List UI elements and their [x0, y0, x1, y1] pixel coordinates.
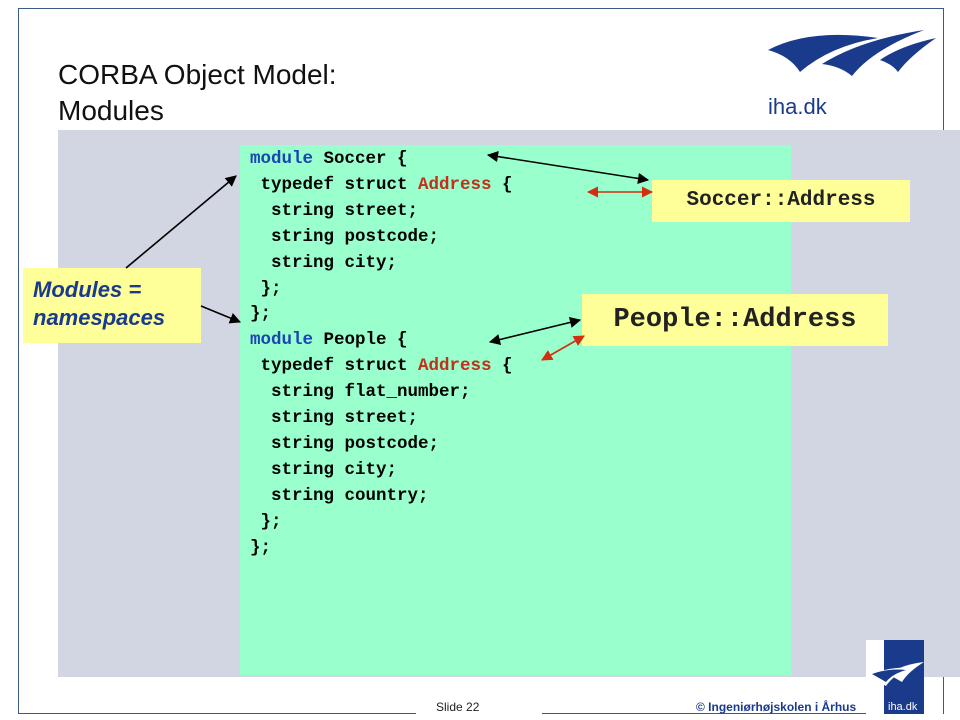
code-text: {	[491, 356, 513, 377]
code-line: };	[250, 302, 513, 328]
title-line-2: Modules	[58, 95, 164, 126]
code-line: string city;	[250, 251, 513, 277]
arrow-people-address	[541, 335, 585, 361]
code-line: string flat_number;	[250, 380, 513, 406]
code-text: {	[491, 174, 513, 195]
arrow-soccer-module	[486, 151, 650, 184]
soccer-address-callout: Soccer::Address	[652, 180, 910, 222]
corner-logo-icon: iha.dk	[868, 640, 924, 714]
code-type-name: Address	[418, 356, 492, 377]
code-text: string street;	[250, 200, 419, 221]
code-panel	[240, 145, 791, 675]
arrow-people-module	[488, 316, 582, 346]
modules-namespaces-callout: Modules = namespaces	[23, 268, 201, 343]
modules-callout-line-2: namespaces	[33, 305, 166, 330]
code-line: typedef struct Address {	[250, 354, 513, 380]
code-text: string postcode;	[250, 433, 440, 454]
code-text: string flat_number;	[250, 382, 471, 403]
code-text: typedef struct	[250, 174, 419, 195]
code-text: };	[250, 537, 272, 558]
corner-logo: iha.dk	[866, 640, 924, 714]
code-line: string street;	[250, 199, 513, 225]
code-line: module People {	[250, 328, 513, 354]
iha-logo-icon	[768, 30, 936, 76]
arrow-modules-to-soccer	[125, 175, 237, 269]
code-line: string postcode;	[250, 225, 513, 251]
code-text: People {	[313, 330, 408, 351]
code-text: };	[250, 304, 272, 325]
code-text: };	[250, 511, 282, 532]
code-text: string city;	[250, 459, 398, 480]
idl-code-block: module Soccer { typedef struct Address {…	[250, 147, 513, 562]
code-line: typedef struct Address {	[250, 173, 513, 199]
slide-title: CORBA Object Model: Modules	[58, 57, 337, 129]
code-text: typedef struct	[250, 356, 419, 377]
footer-rule-right	[542, 713, 866, 714]
corner-logo-text: iha.dk	[888, 701, 918, 713]
code-type-name: Address	[418, 174, 492, 195]
code-keyword: module	[250, 149, 314, 169]
title-line-1: CORBA Object Model:	[58, 59, 337, 90]
code-line: module Soccer {	[250, 147, 513, 173]
arrow-modules-to-people	[200, 305, 242, 324]
code-line: };	[250, 510, 513, 536]
slide-number: Slide 22	[436, 700, 480, 714]
code-keyword: module	[250, 330, 314, 351]
code-line: string city;	[250, 458, 513, 484]
code-text: string postcode;	[250, 226, 440, 247]
code-line: string country;	[250, 484, 513, 510]
code-line: };	[250, 536, 513, 562]
code-text: string country;	[250, 485, 429, 506]
code-line: };	[250, 277, 513, 303]
copyright-text: © Ingeniørhøjskolen i Århus	[696, 700, 857, 714]
people-address-callout: People::Address	[582, 294, 888, 346]
code-text: string street;	[250, 408, 419, 429]
logo-text: iha.dk	[768, 94, 827, 119]
modules-callout-line-1: Modules =	[33, 277, 142, 302]
code-text: Soccer {	[313, 149, 408, 169]
footer-rule-left	[18, 713, 416, 714]
code-line: string street;	[250, 406, 513, 432]
code-text: };	[250, 278, 282, 299]
code-text: string city;	[250, 252, 398, 273]
code-line: string postcode;	[250, 432, 513, 458]
